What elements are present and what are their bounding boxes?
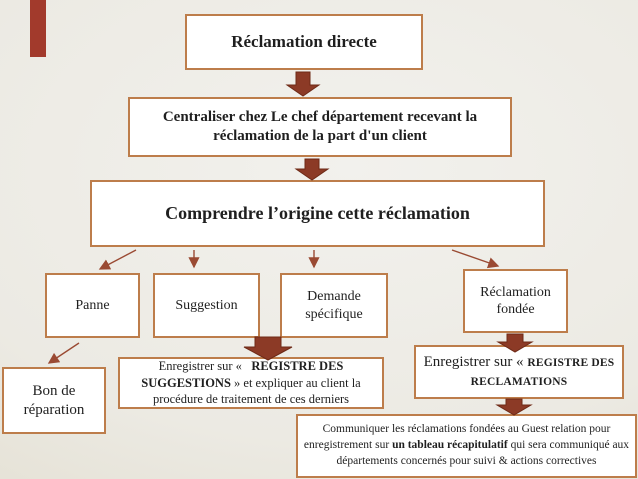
node-demande-specifique: Demande spécifique: [280, 273, 388, 338]
flow-arrow-directe-to-centraliser: [285, 71, 321, 97]
registre-reclamations-text: Enregistrer sur « REGISTRE DES RECLAMATI…: [423, 353, 615, 389]
connector-panne-to-bon: [47, 342, 80, 364]
connector-comprendre-to-panne: [98, 249, 137, 270]
communiquer-text: Communiquer les réclamations fondées au …: [303, 423, 630, 467]
node-reclamation-fondee: Réclamation fondée: [463, 269, 568, 333]
node-bon-reparation: Bon de réparation: [2, 367, 106, 434]
connector-comprendre-to-fondee: [451, 249, 500, 269]
node-panne: Panne: [45, 273, 140, 338]
node-registre-suggestions: Enregistrer sur « REGISTRE DES SUGGESTIO…: [118, 357, 384, 409]
node-registre-reclamations: Enregistrer sur « REGISTRE DES RECLAMATI…: [414, 345, 624, 399]
registre-suggestions-text: Enregistrer sur « REGISTRE DES SUGGESTIO…: [141, 358, 361, 407]
node-communiquer: Communiquer les réclamations fondées au …: [296, 414, 637, 478]
node-reclamation-directe: Réclamation directe: [185, 14, 423, 70]
node-suggestion: Suggestion: [153, 273, 260, 338]
node-comprendre: Comprendre l’origine cette réclamation: [90, 180, 545, 247]
slide-accent-ribbon: [30, 0, 46, 57]
flow-arrow-centraliser-to-comprendre: [294, 158, 330, 181]
node-centraliser: Centraliser chez Le chef département rec…: [128, 97, 512, 157]
flow-arrow-registre-to-communiquer: [495, 398, 533, 416]
